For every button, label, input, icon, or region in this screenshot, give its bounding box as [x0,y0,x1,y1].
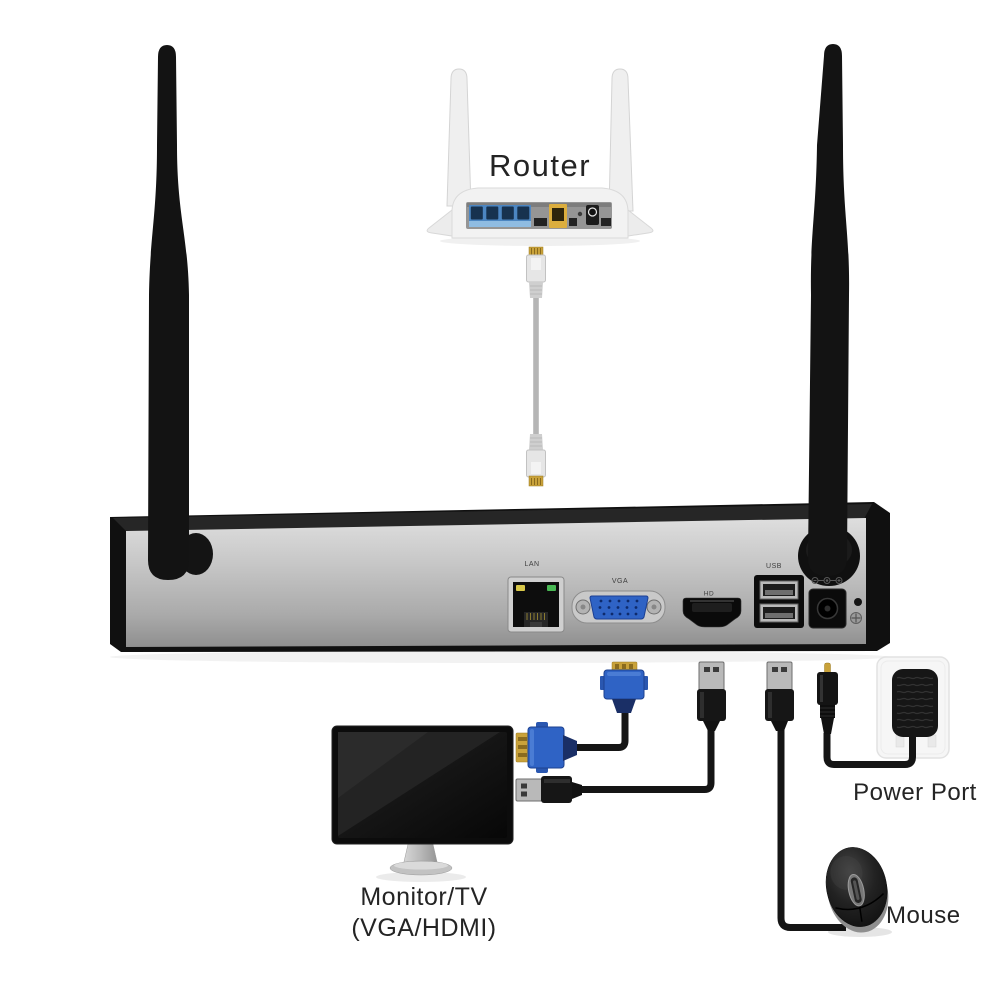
mouse-button-seam [835,893,885,911]
nvr-device: LAN VGA HD [110,44,890,663]
nvr-back-panel [126,518,866,647]
mouse-center-seam [858,905,863,922]
vga-port-label: VGA [612,578,628,585]
monitor-label: Monitor/TV (VGA/HDMI) [314,882,534,944]
dc-plug [817,662,838,734]
lan-port-label: LAN [524,561,539,568]
nvr-vent-hole [854,598,862,606]
router-wing-left [426,208,453,237]
router-wan-hole [552,208,564,221]
monitor-shadow [376,872,466,882]
nvr-hdmi-port [682,597,742,628]
ethernet-cable [526,246,546,487]
usb-connector-up-hdmi-cable [697,661,726,731]
usb-port-label: USB [766,563,782,570]
router-label: Router [488,148,592,183]
lan-led-green [547,585,556,591]
router-power-ring [587,207,598,217]
nvr-antenna-left [148,45,189,580]
ethernet-cable-line [533,290,539,438]
router-strip-shadow [467,203,611,207]
router-antenna-right [608,68,634,212]
vga-cable [574,710,629,751]
mouse-image [825,847,892,937]
router-image [426,68,654,246]
peripheral-cables [572,710,846,931]
nvr-usb-ports [754,575,804,628]
hdmi-port-label: HD [704,591,714,598]
vga-connector-up [600,661,648,713]
adapter-texture [896,676,934,729]
monitor-screen-reflection2 [338,732,428,798]
router-strip-detail2 [569,218,577,226]
usb-connector-left [515,776,582,803]
rj45-connector-top [526,246,546,298]
vga-connector-left [515,722,577,773]
router-strip-detail3 [601,218,611,226]
router-strip-detail [534,218,547,226]
monitor-label-line2: (VGA/HDMI) [351,914,497,942]
nvr-dc-jack [808,588,847,629]
nvr-antenna-right [808,44,850,576]
usb-connector-up-mouse-cable [765,661,794,731]
monitor-image [331,725,514,882]
nvr-vga-port [571,590,666,624]
nvr-lan-port [507,576,565,633]
router-lan-ports [470,206,530,220]
nvr-ground-screw [850,612,862,624]
nvr-top-face [113,504,872,532]
monitor-base-highlight [394,861,448,870]
power-adapter-image [823,656,950,768]
nvr-shadow [110,651,890,663]
dc-polarity-symbol [811,577,843,584]
monitor-label-line1: Monitor/TV [360,883,488,911]
router-wing-right [627,208,654,237]
router-lan-strip [469,221,531,227]
hdmi-cable [572,726,715,793]
mouse-label: Mouse [886,902,961,929]
mouse-wheel-highlight [852,880,860,901]
power-port-label: Power Port [853,779,977,806]
lan-led-yellow [516,585,525,591]
power-cable [823,733,916,768]
mouse-cable [777,726,846,931]
rj45-connector-bottom [526,434,546,487]
router-reset-hole [577,211,583,217]
router-antenna-left [446,68,472,207]
